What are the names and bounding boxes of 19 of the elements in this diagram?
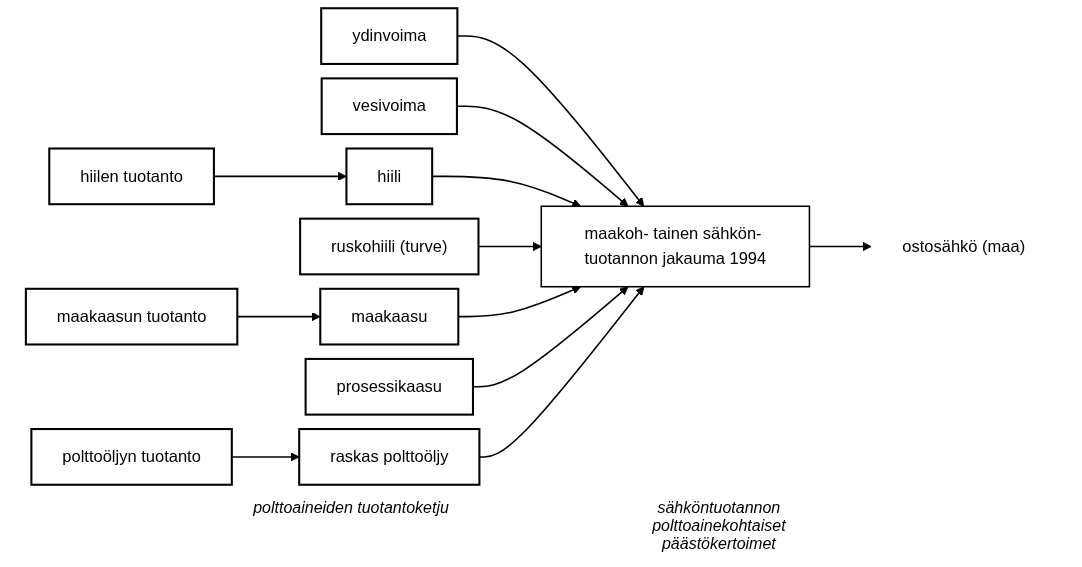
node-box: polttoöljyn tuotanto (30, 428, 233, 486)
node-box: vesivoima (320, 77, 458, 136)
node-box: hiilen tuotanto (48, 147, 215, 206)
arrow (472, 286, 629, 388)
note-text: polttoaineiden tuotantoketju (253, 499, 449, 518)
node-box: maakoh- tainen sähkön- tuotannon jakauma 1994 (540, 205, 811, 288)
node-box: ydinvoima (320, 7, 459, 65)
node-box: raskas polttoöljy (298, 428, 481, 486)
node-box: hiili (345, 147, 434, 206)
node-text: ostosähkö (maa) (902, 237, 1026, 255)
node-box: maakaasun tuotanto (24, 287, 239, 346)
arrow (456, 105, 629, 207)
node-box: prosessikaasu (304, 357, 474, 416)
arrow (213, 171, 347, 181)
note-text: sähköntuotannon polttoainekohtaiset päästökertoimet (651, 499, 787, 553)
arrow (456, 35, 645, 207)
node-box: maakaasu (319, 287, 460, 346)
arrow (231, 452, 300, 462)
node-box: ruskohiili (turve) (299, 217, 480, 276)
